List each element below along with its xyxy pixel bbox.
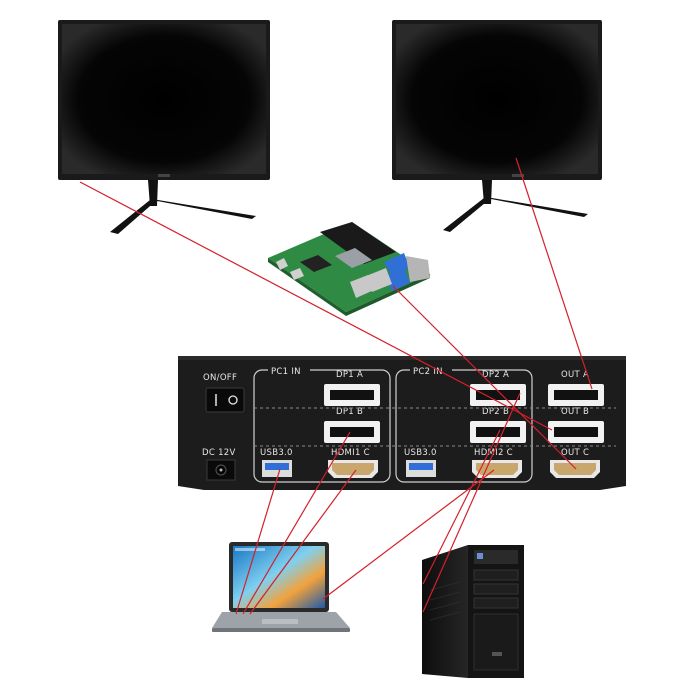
pc1-dp-a-label: DP1 A	[336, 370, 363, 380]
cable-laptop-to-hdmi2	[322, 469, 495, 600]
pc1-dp-a-port[interactable]	[324, 384, 380, 406]
pi-gpio-header	[320, 222, 396, 264]
out-b-port[interactable]	[548, 421, 604, 443]
monitor-right	[392, 20, 602, 232]
laptop-screen	[233, 546, 325, 608]
out-b-label: OUT B	[561, 407, 589, 417]
pc1-dp-b-label: DP1 B	[336, 407, 363, 417]
monitor-left-screen	[62, 24, 266, 174]
cable-lines	[79, 157, 593, 615]
cable-tower-dp-a	[422, 392, 521, 613]
tower-side-panel	[422, 545, 468, 678]
cable-right-monitor-to-out-a	[515, 157, 593, 390]
cable-laptop-hdmi	[249, 469, 357, 615]
pc1-dp-b-port[interactable]	[324, 421, 380, 443]
monitor-right-leg-back	[486, 198, 588, 217]
pi-chip	[335, 248, 372, 268]
tower-power-button[interactable]	[477, 553, 483, 559]
cable-raspberry-pi-to-out-c	[392, 285, 577, 470]
monitor-left-neck	[148, 180, 158, 206]
monitor-left-logo	[158, 174, 170, 177]
raspberry-pi-board	[268, 222, 430, 316]
pc1-hdmi-label: HDMI1 C	[331, 448, 370, 458]
monitor-right-screen	[396, 24, 598, 174]
pc2-hdmi-port[interactable]	[472, 460, 522, 478]
pc2-dp-b-label: DP2 B	[482, 407, 509, 417]
cable-laptop-usb	[235, 468, 281, 615]
kvm-switch-panel: ON/OFF DC 12V PC1 IN DP1 A DP1 B USB3.0 …	[178, 356, 626, 490]
pc2-dp-a-port[interactable]	[470, 384, 526, 406]
pc2-dp-a-label: DP2 A	[482, 370, 509, 380]
pc2-usb-label: USB3.0	[404, 448, 437, 458]
out-c-port[interactable]	[550, 460, 600, 478]
pi-usb-ports	[350, 253, 410, 298]
laptop	[212, 542, 350, 632]
monitor-left	[58, 20, 270, 234]
power-label: ON/OFF	[203, 373, 237, 383]
pc1-hdmi-port[interactable]	[328, 460, 378, 478]
power-switch[interactable]	[205, 387, 245, 413]
monitor-left-leg-front	[110, 200, 157, 234]
pi-ram	[300, 255, 332, 272]
pc2-group-label: PC2 IN	[413, 367, 443, 377]
pc2-usb-port[interactable]	[406, 460, 436, 477]
pc2-dp-b-port[interactable]	[470, 421, 526, 443]
dc-label: DC 12V	[202, 448, 236, 458]
cable-tower-dp-b	[422, 429, 501, 585]
pi-ethernet-port	[406, 256, 430, 282]
cable-left-monitor-to-out-b	[79, 181, 553, 431]
monitor-left-leg-back	[152, 200, 256, 219]
pi-pcb	[268, 222, 430, 312]
desktop-tower	[422, 545, 524, 678]
monitor-right-logo	[512, 174, 524, 177]
monitor-right-leg-front	[443, 198, 491, 232]
pc1-group-label: PC1 IN	[271, 367, 301, 377]
out-a-label: OUT A	[561, 370, 589, 380]
out-a-port[interactable]	[548, 384, 604, 406]
cable-laptop-dp	[242, 431, 351, 615]
pc1-usb-label: USB3.0	[260, 448, 293, 458]
pc1-group-frame	[253, 369, 391, 483]
out-c-label: OUT C	[561, 448, 589, 458]
pc2-group-frame	[395, 369, 533, 483]
pc1-usb-port[interactable]	[262, 460, 292, 477]
